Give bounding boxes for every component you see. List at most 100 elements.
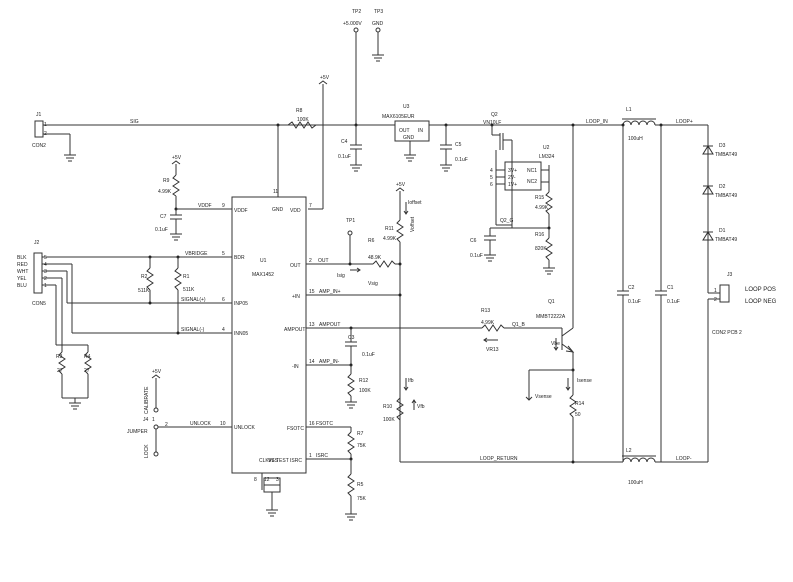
resistor-r8: R8 100K [276,84,324,210]
resistor-r13: R13 4.99K [481,308,562,332]
transistor-q2: Q2 VN10LF [483,112,513,228]
net-isense: Isense [577,378,592,384]
p5v-r11: +5V [396,182,406,188]
q1-ref: Q1 [548,299,555,305]
r15-value: 4.99K [535,205,549,211]
u2-pin-nc1: NC1 [527,168,537,174]
l2-ref: L2 [626,448,632,454]
j2-ref: J2 [34,240,40,246]
u1-pin-unlock-name: UNLOCK [234,425,256,431]
c2-ref: C2 [628,285,635,291]
r15-ref: R15 [535,195,544,201]
c6-value: 0.1uF [470,253,483,259]
net-q2g: Q2_G [500,218,513,224]
u1-pin-inp-name: INP05 [234,301,248,307]
r12-ref: R12 [359,378,368,384]
c3-ref: C3 [348,335,355,341]
jumper-j4: 1 2 J4 JUMPER CALIBRATE LOCK [127,378,232,458]
net-ifb: Ifb [408,378,414,384]
inductor-l1: L1 100uH [622,107,656,142]
d3-ref: D3 [719,143,726,149]
j4-ref: J4 [143,417,149,423]
diode-d2: D2 TMBAT49 [702,184,737,199]
j2-pin5: 5 [44,255,47,261]
l1-ref: L1 [626,107,632,113]
r1-value: 511K [183,287,195,293]
u1-pin-clkin-num: 8 [254,477,257,483]
test-point-tp3: TP3 GND [372,9,384,62]
j4-label-lock: LOCK [144,444,150,458]
j1-ref: J1 [36,112,42,118]
resistor-r6: R6 48.9K [368,238,400,268]
resistor-r3: R3 27 [56,351,66,398]
u1-pin-inm-num: 14 [309,359,315,365]
capacitor-c7: C7 0.1uF [155,209,182,241]
diode-d1: D1 TMBAT49 [702,228,737,243]
u1-pin-vdd-num: 7 [309,203,312,209]
net-isig: Isig [337,273,345,279]
j4-label-calibrate: CALIBRATE [144,386,150,414]
net-loop-neg: LOOP- [676,456,692,462]
u1-pin-isrc-num: 1 [309,453,312,459]
u2-pin-5: 5 [490,175,493,181]
r2-value: 511K [138,288,150,294]
d2-part: TMBAT49 [715,193,737,199]
u1-top-num: 11 [273,189,278,195]
net-sig: SIG [130,119,139,125]
j1-part: CON2 [32,143,46,149]
u2-ref: U2 [543,145,550,151]
u1-part: MAX1452 [252,272,274,278]
j2-pin3: 3 [44,269,47,275]
net-vddf: VDDF [198,203,212,209]
u2-pin-2vm: 2V- [508,175,516,181]
j3-ref: J3 [727,272,733,278]
u1-pin-inn-num: 4 [222,327,225,333]
connector-j3: J3 1 2 LOOP POS LOOP NEG CON2 PCB 2 [707,272,777,462]
resistor-r12: R12 100K [345,365,371,409]
p5v-arrow-r8 [318,80,328,85]
resistor-r10: R10 100K [383,397,404,423]
net-loop-pos: LOOP+ [676,119,693,125]
r13-value: 4.99K [481,320,495,326]
u1-pin-fsotc-num: 16 [309,421,315,427]
capacitor-c1: C1 0.1uF [655,123,680,462]
p5v-arrow-r11 [395,187,405,192]
net-voffset: Voffset [410,216,416,232]
resistor-r16: R16 820K [535,228,555,275]
u3-pin-out: OUT [399,128,410,134]
r11-ref: R11 [385,226,394,232]
tp1-ref: TP1 [346,218,355,224]
inductor-l2: L2 100uH [622,448,656,486]
j4-pin2: 2 [165,422,168,428]
j3-pin1: 1 [714,288,717,294]
resistor-r14: R14 50 [569,368,584,464]
u1-pin-clkin-name: CLKIN [259,458,274,464]
u1-pin-out-name: OUT [290,263,301,269]
p5v-r8: +5V [320,75,330,81]
r13-ref: R13 [481,308,490,314]
c5-ref: C5 [455,142,462,148]
c3-value: 0.1uF [362,352,375,358]
net-ioffset: Ioffset [408,200,422,206]
u1-pin-inm-name: -IN [292,364,299,370]
r10-value: 100K [383,417,395,423]
j3-pin2: 2 [714,297,717,303]
c1-ref: C1 [667,285,674,291]
p5v-arrow-j4 [151,374,161,379]
l1-value: 100uH [628,136,643,142]
r6-value: 48.9K [368,255,382,261]
r1-ref: R1 [183,274,190,280]
connector-j1: J1 1 2 CON2 [32,112,380,162]
j2-pin1: 1 [44,283,47,289]
net-vr13: VR13 [486,347,499,353]
r10-ref: R10 [383,404,392,410]
u1-pin-inp2-num: 15 [309,289,315,295]
u1-pin-vss-name: VSS [268,458,279,464]
j3-label-neg: LOOP NEG [745,299,777,305]
j2-wire-blk: BLK [17,255,27,261]
r11-value: 4.99K [383,236,397,242]
q1-part: MMBT2222A [536,314,566,320]
u3-ref: U3 [403,104,410,110]
j2-wire-blu: BLU [17,283,27,289]
